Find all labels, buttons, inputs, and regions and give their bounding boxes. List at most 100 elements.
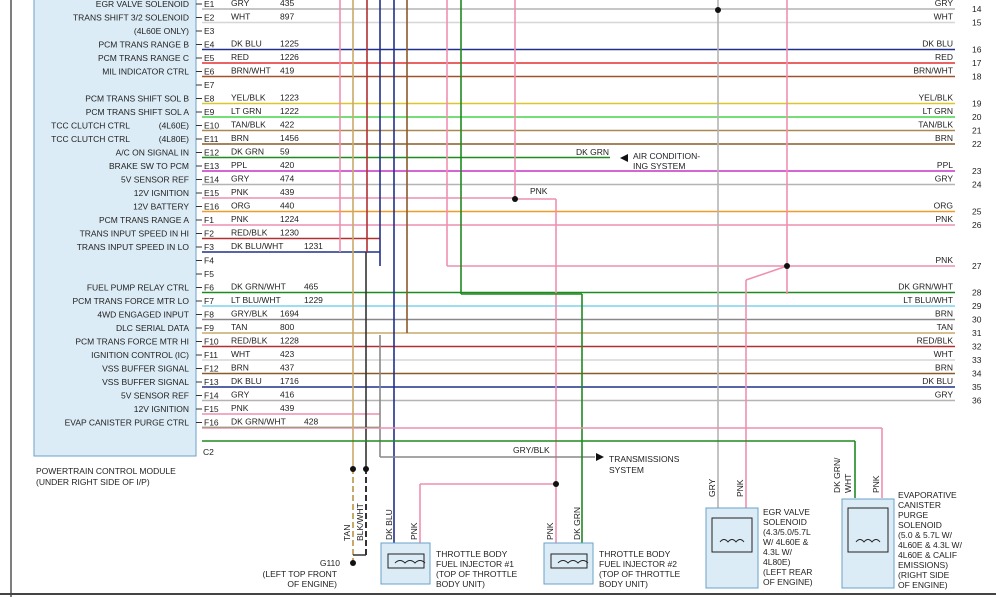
wire-right-label: ORG	[934, 201, 953, 211]
wire-circuit-number: 1224	[280, 214, 299, 224]
pnk-splice-label: PNK	[530, 186, 548, 196]
wire-color-label: BRN	[231, 133, 249, 143]
pin-id: F16	[204, 418, 219, 428]
wire-color-label: PNK	[231, 187, 249, 197]
pin-id: F2	[204, 229, 214, 239]
pin-id: E2	[204, 13, 215, 23]
splice-node	[512, 196, 518, 202]
wire-color-label: TAN	[231, 322, 247, 332]
ground-location-2: OF ENGINE)	[287, 579, 337, 589]
splice-node	[784, 263, 790, 269]
wire-number: 20	[972, 112, 982, 122]
wire-right-label: GRY	[935, 390, 954, 400]
pin-function-variant: (4L80E)	[159, 134, 189, 144]
pin-id: E6	[204, 67, 215, 77]
ground-wire-tan-label: TAN	[342, 525, 352, 541]
pin-id: F13	[204, 377, 219, 387]
wire-right-label: RED	[935, 52, 953, 62]
route-pnk-egr-link	[745, 265, 788, 281]
injector-2-location-1: (TOP OF THROTTLE	[599, 569, 681, 579]
injector-2-title: THROTTLE BODY	[599, 549, 671, 559]
wire-right-label: TAN	[937, 322, 953, 332]
wire-circuit-number: 437	[280, 363, 294, 373]
injector-1-box	[380, 542, 431, 585]
injector-2-wire-2: DK GRN	[572, 507, 582, 540]
gryblk-wire-label: GRY/BLK	[513, 445, 550, 455]
wire-circuit-number: 1716	[280, 376, 299, 386]
trans-system-label-2: SYSTEM	[609, 465, 644, 475]
wire-number: 26	[972, 220, 982, 230]
wire-right-label: WHT	[934, 349, 953, 359]
egr-note-3: 4.3L W/	[763, 547, 793, 557]
wire-number: 28	[972, 288, 982, 298]
wire-circuit-number: 423	[280, 349, 294, 359]
wire-right-label: TAN/BLK	[918, 120, 953, 130]
pcm-module-box	[33, 0, 197, 457]
wire-right-label: DK BLU	[922, 39, 953, 49]
wire-right-label: DK GRN/WHT	[898, 282, 953, 292]
splice-node	[715, 7, 721, 13]
wire-color-label: BRN	[231, 363, 249, 373]
wire-number: 32	[972, 342, 982, 352]
wire-right-label: BRN	[935, 309, 953, 319]
pin-id: E14	[204, 175, 219, 185]
pcm-pin-c2: C2	[203, 447, 214, 457]
pin-id: E9	[204, 107, 215, 117]
pin-id: E1	[204, 0, 215, 9]
injector-1-title: THROTTLE BODY	[436, 549, 508, 559]
wire-color-label: YEL/BLK	[231, 93, 266, 103]
pin-function-label: TCC CLUTCH CTRL	[51, 121, 130, 131]
ac-arrow-icon	[620, 154, 628, 162]
pin-id: F9	[204, 323, 214, 333]
wire-circuit-number: 474	[280, 174, 294, 184]
wire-number: 30	[972, 315, 982, 325]
wire-circuit-number: 1456	[280, 133, 299, 143]
egr-note-2: W/ 4L60E &	[763, 537, 809, 547]
pin-id: E15	[204, 188, 219, 198]
egr-wire-2: PNK	[735, 479, 745, 497]
wire-number: 14	[972, 4, 982, 14]
coil-icon	[394, 560, 426, 564]
wire-right-label: BRN	[935, 363, 953, 373]
wire-routes	[202, 0, 955, 545]
pin-function-label: PCM TRANS RANGE C	[98, 53, 189, 63]
pin-id: F4	[204, 256, 214, 266]
egr-solenoid-box	[705, 507, 759, 589]
wire-circuit-number: 1229	[304, 295, 323, 305]
pin-function-label: PCM TRANS FORCE MTR HI	[75, 337, 189, 347]
wire-number: 25	[972, 207, 982, 217]
wire-right-label: WHT	[934, 12, 953, 22]
wire-color-label: GRY	[231, 174, 250, 184]
pin-id: E5	[204, 53, 215, 63]
wire-color-label: DK BLU	[231, 376, 262, 386]
evap-wire-1a: DK GRN/	[832, 457, 842, 493]
wire-circuit-number: 435	[280, 0, 294, 8]
pin-function-label: BRAKE SW TO PCM	[109, 161, 189, 171]
wire-number-27: 27	[972, 261, 982, 271]
wire-circuit-number: 439	[280, 187, 294, 197]
wire-color-label: LT GRN	[231, 106, 261, 116]
wire-circuit-number: 1231	[304, 241, 323, 251]
pin-function-label: 12V IGNITION	[134, 404, 189, 414]
wire-right-label-27: PNK	[936, 255, 954, 265]
wire-color-label: GRY	[231, 0, 250, 8]
pin-id: F15	[204, 404, 219, 414]
wire-right-label: GRY	[935, 174, 954, 184]
evap-title-2: CANISTER	[898, 500, 941, 510]
coil-icon	[855, 539, 881, 543]
pcm-module-name: POWERTRAIN CONTROL MODULE	[36, 466, 176, 476]
evap-solenoid-box	[841, 498, 895, 589]
wire-number: 16	[972, 45, 982, 55]
wire-color-label: WHT	[231, 12, 250, 22]
wire-right-label: LT GRN	[923, 106, 953, 116]
wire-number: 17	[972, 58, 982, 68]
pin-id: F3	[204, 242, 214, 252]
pin-id: E7	[204, 80, 215, 90]
injector-2-wire-1: PNK	[545, 522, 555, 540]
evap-wire-2: PNK	[871, 475, 881, 493]
evap-note-3: 4L60E & CALIF	[898, 550, 957, 560]
wire-circuit-number: 1223	[280, 93, 299, 103]
wire-number: 19	[972, 99, 982, 109]
